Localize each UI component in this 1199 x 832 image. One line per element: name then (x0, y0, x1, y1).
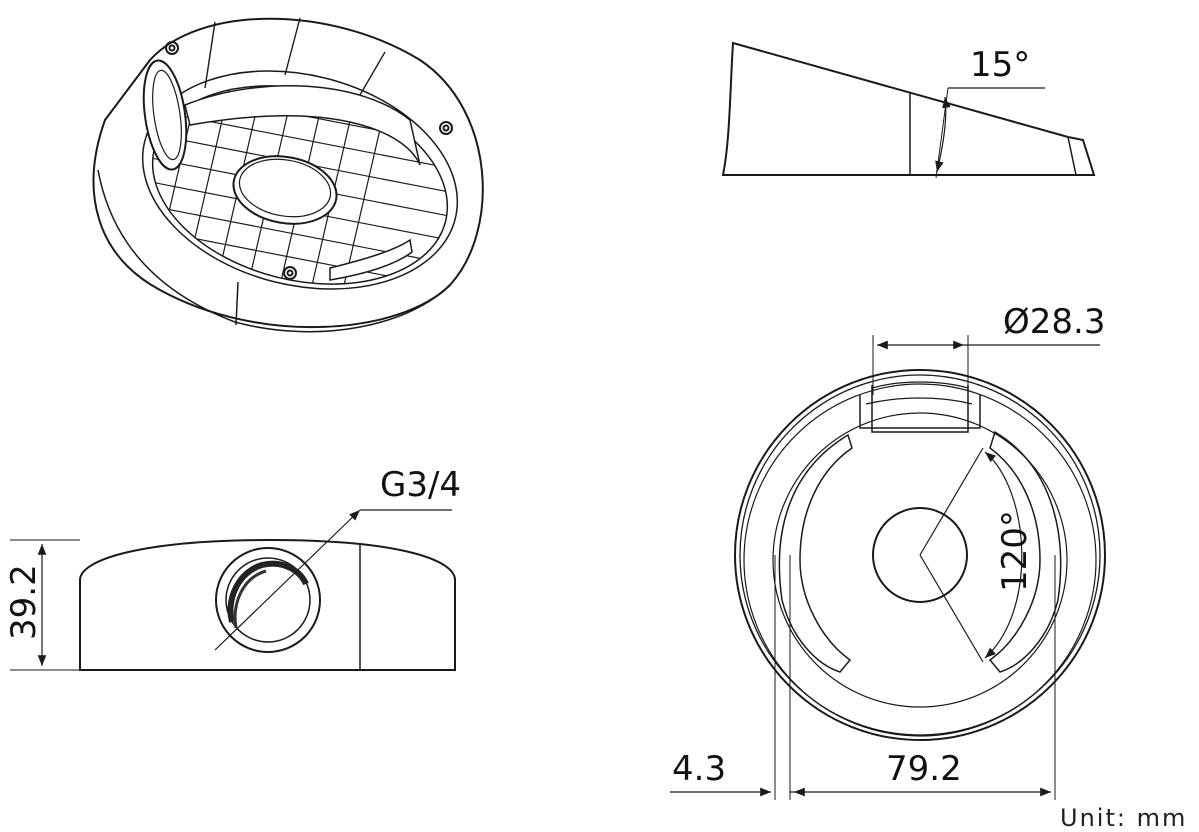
iso-grid-line (120, 0, 480, 30)
thread-g34-label: G3/4 (380, 465, 461, 505)
width-79-2-label: 79.2 (886, 749, 962, 789)
top-slot-left (778, 433, 853, 673)
top-view (670, 335, 1106, 800)
front-view (10, 509, 456, 671)
iso-side-band (97, 169, 451, 333)
iso-slot-lower (329, 238, 413, 281)
iso-screw-hole-2 (439, 121, 453, 135)
side-wedge-view (721, 41, 1096, 179)
iso-grid-line (0, 60, 44, 320)
isometric-view (0, 0, 484, 333)
iso-grid-line (16, 60, 76, 320)
front-threaded-hole (215, 547, 321, 653)
height-39-2-label: 39.2 (4, 564, 44, 640)
iso-grid-line (0, 60, 12, 320)
rotation-arc-120 (984, 451, 1023, 659)
angle-15-label: 15° (970, 45, 1030, 85)
diameter-28-3-label: Ø28.3 (1003, 302, 1105, 342)
rotation-120-label: 120° (995, 510, 1035, 592)
iso-grid-line (131, 199, 469, 271)
top-slot-right (988, 430, 1062, 673)
offset-4-3-label: 4.3 (672, 749, 726, 789)
iso-screw-hole-3 (283, 266, 297, 280)
top-central-hole (872, 507, 968, 603)
iso-grid-line (48, 60, 108, 320)
wedge-outline (721, 41, 1096, 176)
unit-label: Unit: mm (1060, 804, 1187, 832)
top-outer-circle (734, 369, 1106, 741)
iso-inner-rim (141, 70, 459, 290)
iso-side-port (142, 59, 188, 171)
iso-grid-line (131, 59, 141, 314)
iso-grid-line (120, 0, 480, 6)
iso-slot-upper (184, 84, 421, 166)
iso-central-hole (232, 155, 338, 225)
top-cable-port (859, 395, 981, 429)
front-body-outline (79, 538, 456, 671)
iso-screw-hole-1 (165, 41, 179, 55)
